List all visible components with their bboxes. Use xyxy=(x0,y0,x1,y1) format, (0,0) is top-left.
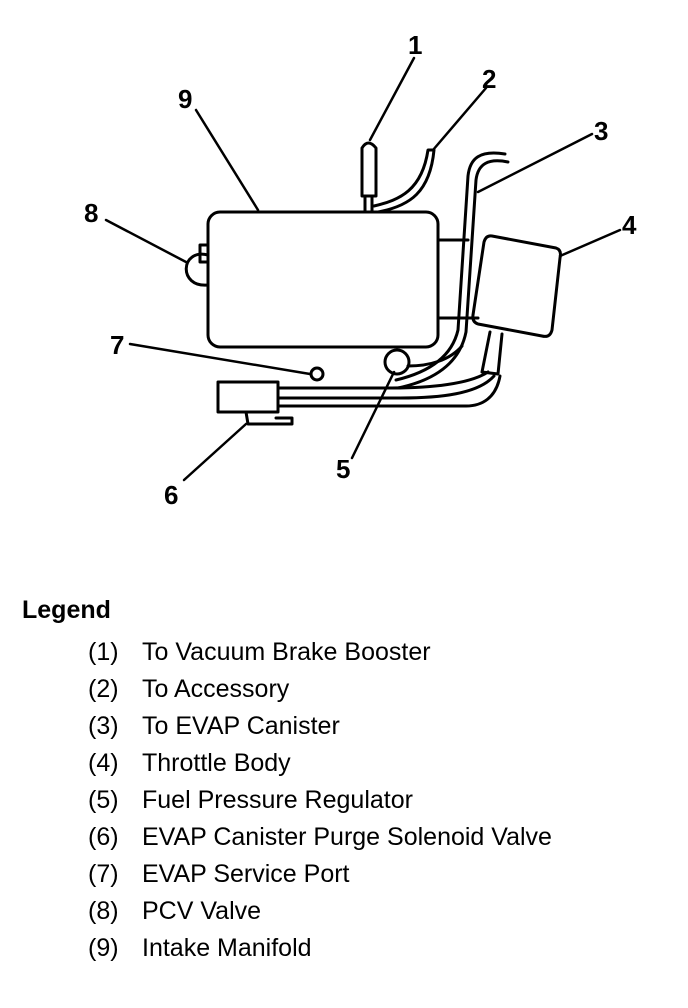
legend-item: (8) PCV Valve xyxy=(88,893,552,930)
solenoid-bracket xyxy=(244,410,294,426)
callout-1: 1 xyxy=(408,30,422,60)
line-to-callout-7 xyxy=(128,342,312,376)
throttle-body xyxy=(471,234,562,338)
callout-7: 7 xyxy=(110,330,124,360)
legend-item-label: To EVAP Canister xyxy=(142,712,340,740)
legend-item: (6) EVAP Canister Purge Solenoid Valve xyxy=(88,819,552,856)
callout-9: 9 xyxy=(178,84,192,114)
line-to-callout-9 xyxy=(194,108,260,212)
legend-item: (9) Intake Manifold xyxy=(88,930,552,967)
callout-8: 8 xyxy=(84,198,98,228)
legend-item-number: (3) xyxy=(88,712,119,740)
line-to-callout-4 xyxy=(558,228,622,258)
line-to-callout-6 xyxy=(182,422,248,482)
line-to-callout-1 xyxy=(368,56,416,142)
legend-item: (2) To Accessory xyxy=(88,671,552,708)
callout-6: 6 xyxy=(164,480,178,510)
legend-item-label: Throttle Body xyxy=(142,749,291,777)
pcv-valve xyxy=(184,252,210,287)
legend-item-label: To Vacuum Brake Booster xyxy=(142,638,431,666)
evap-purge-solenoid xyxy=(216,380,280,414)
legend-item-number: (8) xyxy=(88,897,119,925)
legend-title: Legend xyxy=(22,596,111,624)
vacuum-hose-routing-diagram: 1 2 3 4 5 6 7 8 9 xyxy=(84,30,637,510)
hose-accessory xyxy=(372,148,436,214)
legend-item-number: (4) xyxy=(88,749,119,777)
legend-item: (5) Fuel Pressure Regulator xyxy=(88,782,552,819)
legend-item: (3) To EVAP Canister xyxy=(88,708,552,745)
legend-list: (1) To Vacuum Brake Booster (2) To Accesso… xyxy=(88,634,552,967)
legend-item-number: (2) xyxy=(88,675,119,703)
legend-item: (4) Throttle Body xyxy=(88,745,552,782)
regulator-hose xyxy=(406,344,464,368)
fuel-pressure-regulator xyxy=(383,348,411,376)
legend-item-label: EVAP Canister Purge Solenoid Valve xyxy=(142,823,552,851)
callout-4: 4 xyxy=(622,210,637,240)
line-to-callout-2 xyxy=(431,86,488,152)
legend-item-number: (7) xyxy=(88,860,119,888)
legend-item-label: EVAP Service Port xyxy=(142,860,350,888)
legend-item-number: (9) xyxy=(88,934,119,962)
legend-item-label: To Accessory xyxy=(142,675,290,703)
line-to-callout-5 xyxy=(350,370,396,460)
evap-service-port xyxy=(309,366,325,382)
legend-item-number: (5) xyxy=(88,786,119,814)
legend-item-label: Fuel Pressure Regulator xyxy=(142,786,413,814)
hose-evap-canister xyxy=(394,151,510,390)
legend-item-label: PCV Valve xyxy=(142,897,262,925)
legend-item: (1) To Vacuum Brake Booster xyxy=(88,634,552,671)
hose-brake-booster xyxy=(363,194,374,214)
callout-2: 2 xyxy=(482,64,496,94)
legend-item: (7) EVAP Service Port xyxy=(88,856,552,893)
line-to-callout-8 xyxy=(104,218,188,264)
legend-item-label: Intake Manifold xyxy=(142,934,312,962)
throttle-body-nipple xyxy=(480,330,504,376)
callout-3: 3 xyxy=(594,116,608,146)
legend-item-number: (1) xyxy=(88,638,119,666)
brake-booster-fitting xyxy=(360,141,378,198)
callout-5: 5 xyxy=(336,454,350,484)
intake-manifold xyxy=(206,210,440,349)
line-to-callout-3 xyxy=(476,132,594,194)
solenoid-hoses xyxy=(276,370,502,408)
legend-item-number: (6) xyxy=(88,823,119,851)
